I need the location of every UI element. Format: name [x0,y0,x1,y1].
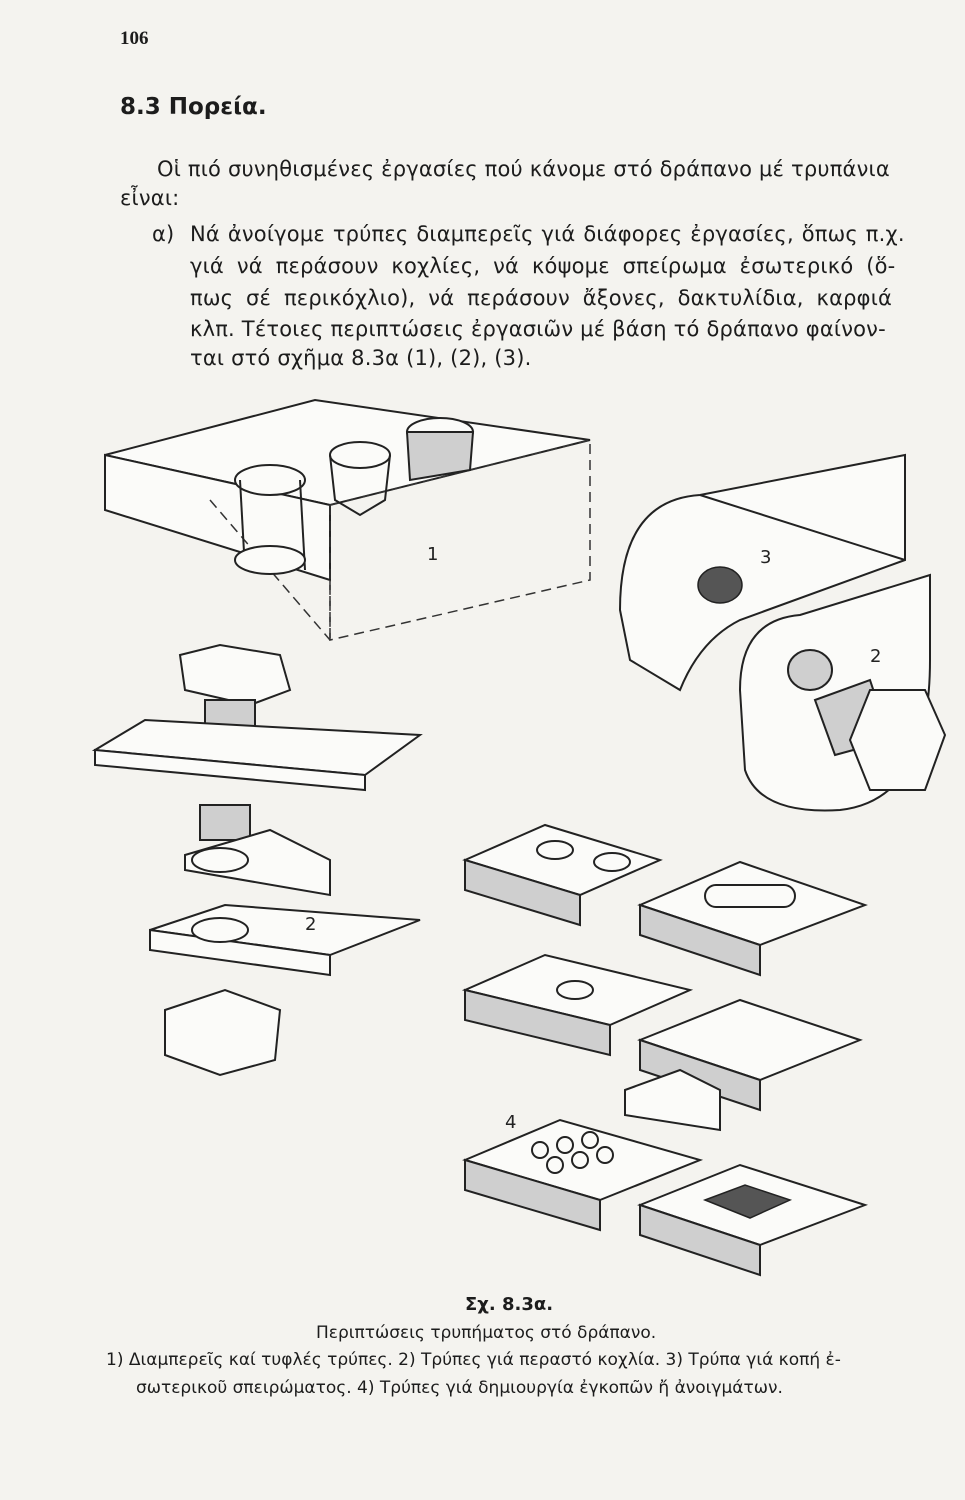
figure-label-2b: 2 [305,914,316,935]
item-line: κλπ. Τέτοιες περιπτώσεις ἐργασιῶν μέ βάσ… [190,317,886,341]
figure-label-2a: 2 [870,646,881,667]
section-heading: 8.3 Πορεία. [120,94,267,120]
item-line: γιά νά περάσουν κοχλίες, νά κόψομε σπείρ… [190,254,896,278]
caption-title: Σχ. 8.3α. [465,1294,554,1315]
page-number: 106 [120,28,149,49]
figure-label-3: 3 [760,547,771,568]
item-line: ται στό σχῆμα 8.3α (1), (2), (3). [190,346,532,370]
intro-line: Οἱ πιό συνηθισμένες ἐργασίες πού κάνομε … [157,157,890,181]
item-marker: α) [152,222,175,246]
plate-with-threaded-hole: 3 2 [618,453,947,812]
caption-line: 1) Διαμπερεῖς καί τυφλές τρύπες. 2) Τρύπ… [106,1350,841,1370]
item-line: πως σέ περικόχλιο), νά περάσουν ἄξονες, … [190,286,893,310]
item-line: Νά ἀνοίγομε τρύπες διαμπερεῖς γιά διάφορ… [190,222,905,246]
caption-subtitle: Περιπτώσεις τρυπήματος στό δράπανο. [316,1323,657,1343]
plates-with-slots: 4 [461,823,869,1277]
bolt-through-plates: 2 [91,643,423,1077]
caption-line: σωτερικοῦ σπειρώματος. 4) Τρύπες γιά δημ… [136,1378,783,1398]
figure-label-4: 4 [505,1112,516,1133]
intro-line: εἶναι: [120,186,180,210]
figure-label-1: 1 [427,544,438,565]
block-with-holes: 1 [104,398,591,641]
